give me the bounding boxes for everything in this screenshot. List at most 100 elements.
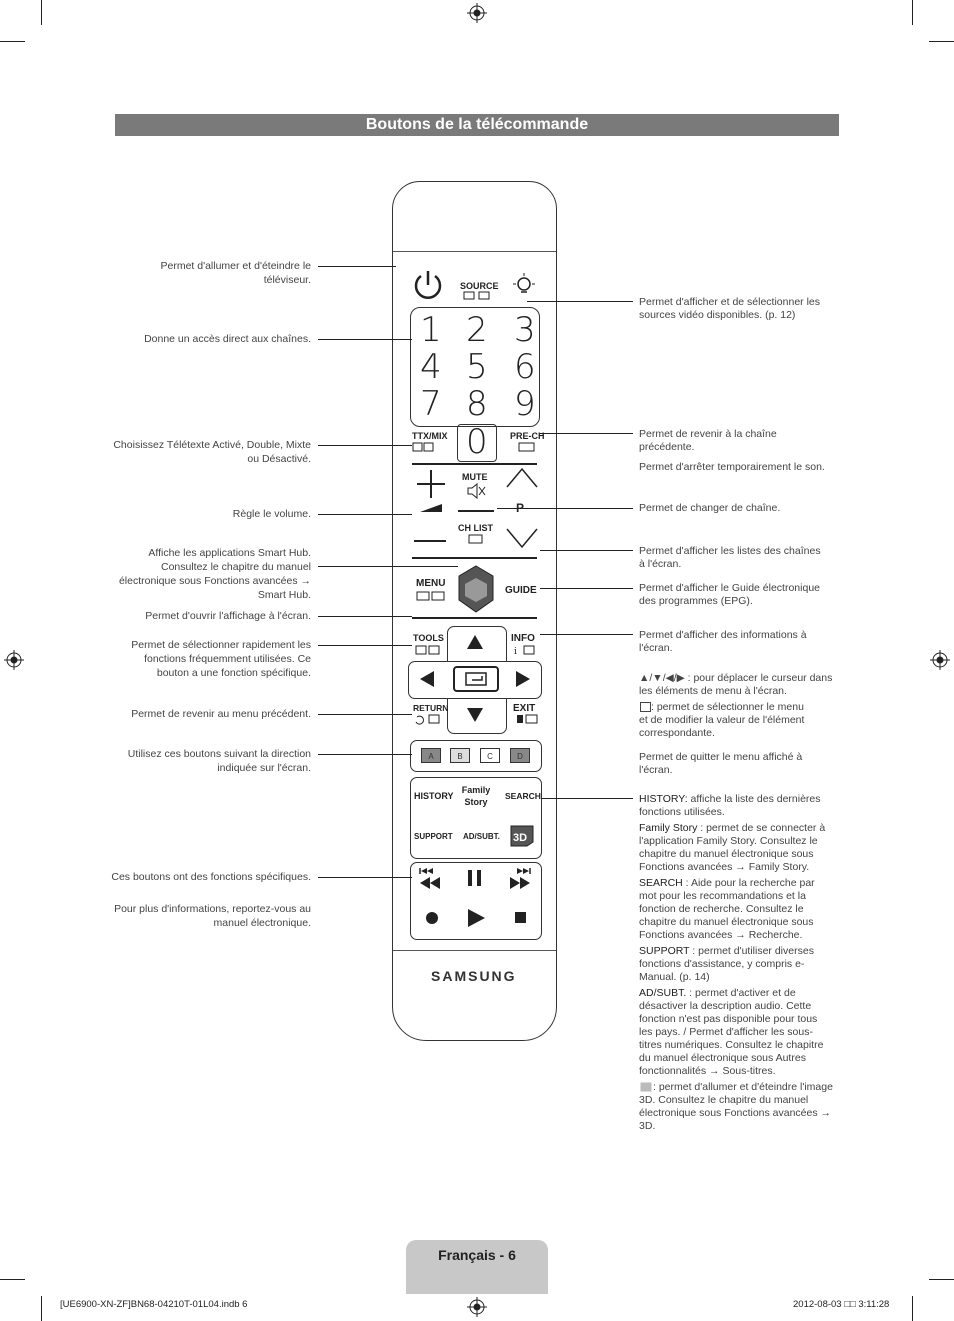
number-8-button[interactable]: 8 [466, 384, 488, 424]
divider [412, 617, 537, 619]
blue-button-d[interactable]: D [510, 748, 530, 763]
number-5-button[interactable]: 5 [466, 347, 488, 387]
teletext-icon [412, 442, 434, 452]
family-story-description: Family Story : permet de se connecter à … [639, 822, 826, 873]
function-buttons-frame [410, 777, 542, 859]
color-buttons-description: Utilisez ces boutons suivant la directio… [127, 748, 311, 774]
down-arrow-icon[interactable] [467, 708, 483, 722]
ttx-mix-button[interactable]: TTX/MIX [412, 431, 448, 441]
crop-mark [41, 1296, 42, 1321]
volume-description: Règle le volume. [232, 508, 311, 520]
leader-line [541, 798, 633, 799]
number-9-button[interactable]: 9 [514, 384, 536, 424]
menu-button[interactable]: MENU [416, 578, 446, 589]
media-description: Ces boutons ont des fonctions spécifique… [111, 871, 311, 883]
guide-description: Permet d'afficher le Guide électronique … [639, 582, 820, 607]
green-button-b[interactable]: B [450, 748, 470, 763]
number-0-button[interactable]: 0 [466, 422, 488, 462]
page-footer-tab: Français - 6 [406, 1240, 548, 1294]
up-arrow-icon[interactable] [467, 635, 483, 649]
number-7-button[interactable]: 7 [420, 384, 442, 424]
info-description: Permet d'afficher des informations à l'é… [639, 629, 807, 654]
number-1-button[interactable]: 1 [420, 310, 442, 350]
record-icon[interactable] [424, 910, 440, 926]
registration-mark-icon [467, 3, 487, 23]
3d-icon[interactable]: 3D [507, 824, 535, 848]
crop-mark [912, 0, 913, 25]
tools-button[interactable]: TOOLS [413, 633, 444, 643]
ad-subt-button[interactable]: AD/SUBT. [463, 832, 500, 841]
crop-mark [929, 41, 954, 42]
crop-mark [0, 1279, 25, 1280]
svg-text:i: i [514, 647, 517, 655]
leader-line [540, 588, 633, 589]
smart-hub-description: Affiche les applications Smart Hub. Cons… [118, 547, 311, 601]
leader-line [318, 645, 412, 646]
fast-forward-icon[interactable] [508, 866, 534, 890]
smart-hub-icon[interactable] [457, 564, 495, 614]
rewind-icon[interactable] [418, 866, 444, 890]
channel-list-icon [468, 534, 483, 544]
power-description: Permet d'allumer et d'éteindre le télévi… [160, 260, 311, 286]
leader-line [497, 508, 633, 509]
return-button[interactable]: RETURN [413, 703, 449, 713]
registration-mark-icon [930, 650, 950, 670]
enter-small-icon [640, 702, 651, 712]
search-button[interactable]: SEARCH [505, 791, 541, 801]
channel-description: Permet de changer de chaîne. [639, 502, 781, 514]
history-button[interactable]: HISTORY [414, 791, 454, 801]
number-6-button[interactable]: 6 [514, 347, 536, 387]
volume-down-icon[interactable] [414, 540, 446, 542]
family-story-button[interactable]: Family Story [461, 785, 491, 807]
number-3-button[interactable]: 3 [514, 310, 536, 350]
nav-description: ▲/▼/◀/▶ : pour déplacer le curseur dans … [639, 672, 833, 697]
tools-description: Permet de sélectionner rapidement les fo… [131, 639, 311, 679]
brand-logo: SAMSUNG [431, 968, 517, 984]
source-button[interactable]: SOURCE [460, 281, 499, 291]
number-4-button[interactable]: 4 [420, 347, 442, 387]
right-arrow-icon[interactable] [516, 671, 530, 687]
mute-description: Permet d'arrêter temporairement le son. [639, 461, 825, 473]
channel-up-icon[interactable] [505, 465, 539, 489]
power-icon[interactable] [412, 268, 444, 302]
divider [393, 251, 556, 252]
play-icon[interactable] [466, 908, 486, 928]
stop-icon[interactable] [514, 911, 528, 925]
pre-ch-description: Permet de revenir à la chaîne précédente… [639, 428, 777, 453]
number-2-button[interactable]: 2 [466, 310, 488, 350]
crop-mark [912, 1296, 913, 1321]
volume-up-icon[interactable] [414, 467, 448, 501]
leader-line [318, 266, 396, 267]
pre-ch-button[interactable]: PRE-CH [510, 431, 545, 441]
yellow-button-c[interactable]: C [480, 748, 500, 763]
search-description: SEARCH : Aide pour la recherche par mot … [639, 877, 815, 941]
pause-icon[interactable] [466, 869, 484, 887]
leader-line [318, 754, 412, 755]
exit-button[interactable]: EXIT [513, 703, 536, 714]
leader-line [318, 445, 412, 446]
number-pad [410, 307, 540, 427]
info-icon: i [514, 645, 535, 655]
ch-list-button[interactable]: CH LIST [458, 523, 493, 533]
support-button[interactable]: SUPPORT [414, 832, 453, 841]
left-arrow-icon[interactable] [420, 671, 434, 687]
svg-text:3D: 3D [513, 832, 527, 844]
enter-icon[interactable] [452, 665, 500, 693]
return-icon [415, 714, 440, 725]
registration-mark-icon [4, 650, 24, 670]
channel-down-icon[interactable] [505, 527, 539, 551]
leader-line [318, 714, 412, 715]
guide-button[interactable]: GUIDE [505, 585, 537, 596]
light-bulb-icon[interactable] [510, 272, 538, 300]
red-button-a[interactable]: A [421, 748, 441, 763]
mute-button[interactable]: MUTE [462, 472, 488, 482]
ttx-description: Choisissez Télétexte Activé, Double, Mix… [113, 439, 311, 465]
menu-icon [416, 591, 445, 601]
3d-description: : permet d'allumer et d'éteindre l'image… [639, 1081, 833, 1132]
mute-icon [467, 483, 486, 499]
page-number: Français - 6 [438, 1247, 516, 1263]
section-header: Boutons de la télécommande [115, 114, 839, 136]
info-button[interactable]: INFO [511, 633, 535, 644]
ch-list-description: Permet d'afficher les listes des chaînes… [639, 545, 821, 570]
divider [412, 463, 537, 465]
